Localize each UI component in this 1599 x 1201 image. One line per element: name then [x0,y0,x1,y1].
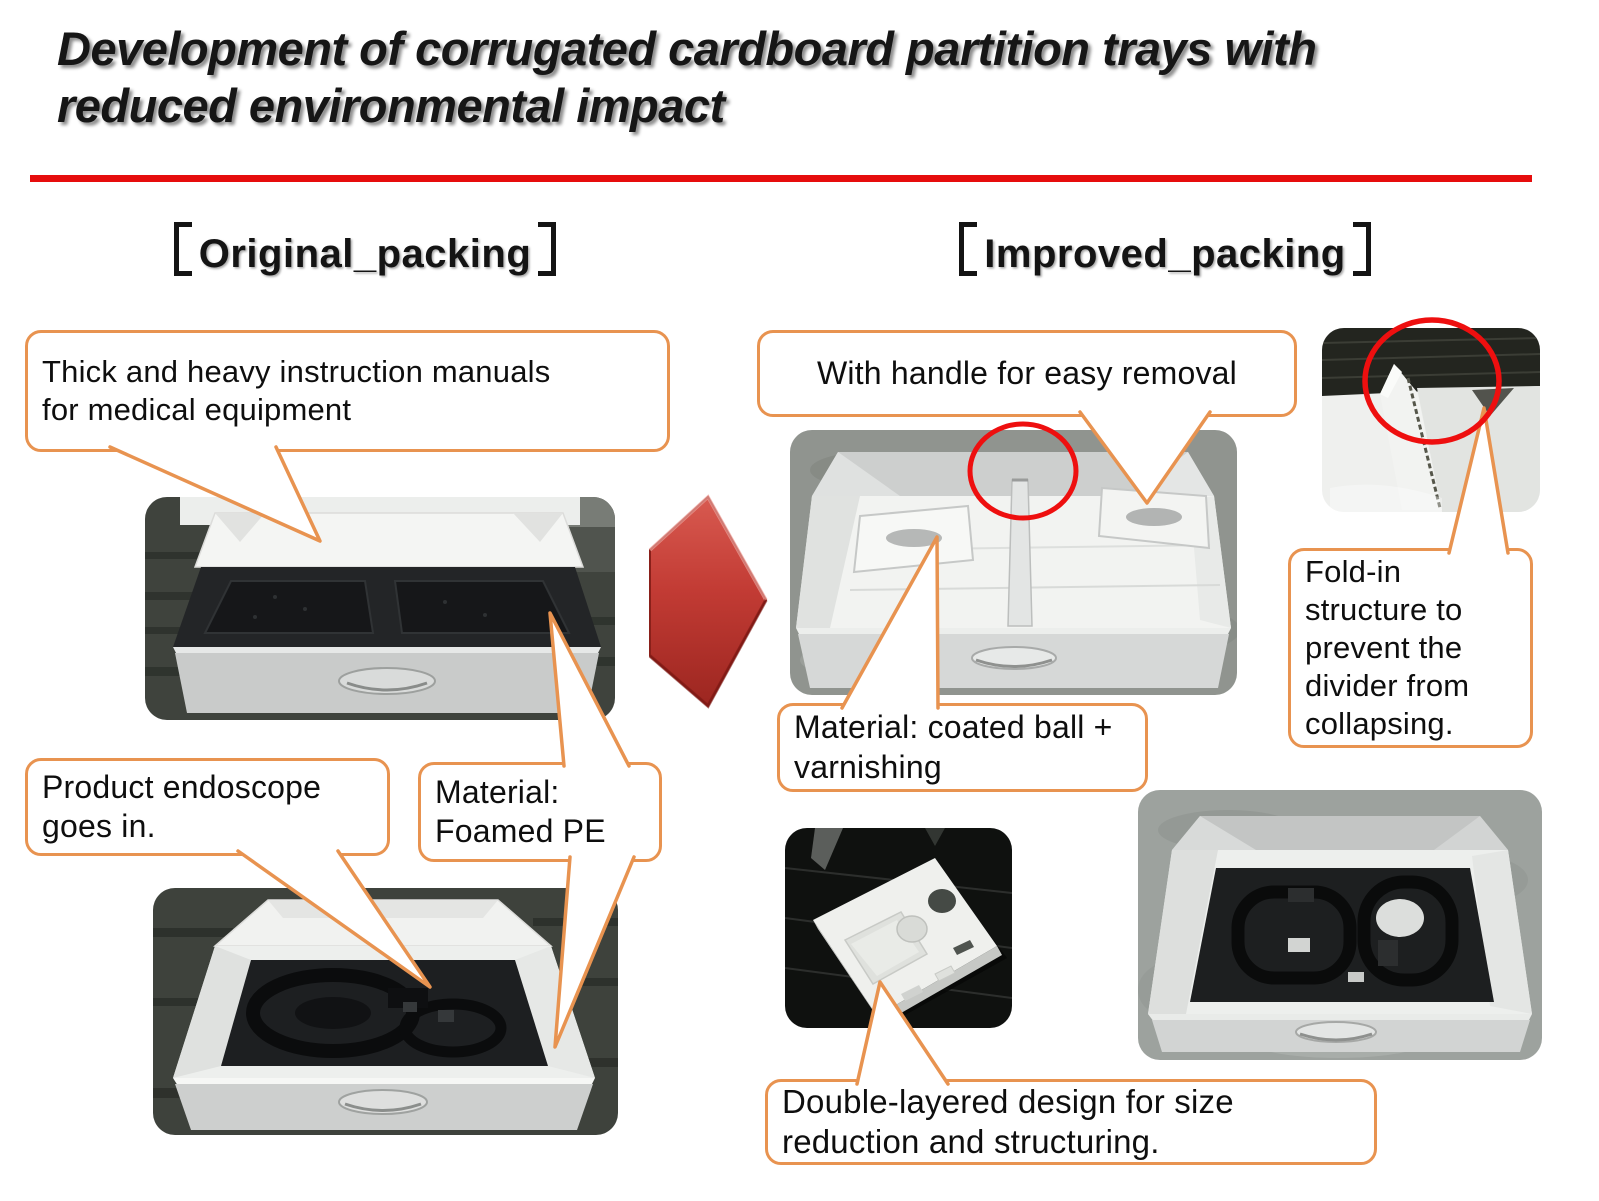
photo-cardboard-blank [785,828,1012,1028]
callout-fold-in-structure-text: Fold-in structure to prevent the divider… [1305,554,1470,741]
header-improved-packing: Improved_packing [930,222,1400,277]
photo-original-endoscope-tray [153,888,618,1135]
right-lenticular-bracket [538,222,557,276]
callout-double-layered-design: Double-layered design for size reduction… [765,1079,1377,1165]
photo-improved-divider-tray [790,430,1237,695]
header-original-label: Original_packing [198,232,532,276]
callout-material-foamed-pe: Material: Foamed PE [418,762,662,862]
photo-improved-foam-tray [1138,790,1542,1060]
callout-material-coated-ball-text: Material: coated ball + varnishing [794,709,1113,785]
right-lenticular-bracket [1352,222,1371,276]
slide-title: Development of corrugated cardboard part… [57,22,1317,133]
callout-product-endoscope-text: Product endoscope goes in. [42,768,322,844]
callout-instruction-manuals-text: Thick and heavy instruction manuals for … [42,354,551,427]
left-lenticular-bracket [173,222,192,276]
callout-instruction-manuals: Thick and heavy instruction manuals for … [25,330,670,452]
photo-original-foam-tray [145,497,615,720]
left-lenticular-bracket [959,222,978,276]
transition-arrow-icon [648,494,768,709]
callout-double-layered-design-text: Double-layered design for size reduction… [782,1082,1234,1160]
photo-fold-detail [1322,328,1540,512]
header-improved-label: Improved_packing [984,232,1346,276]
callout-material-foamed-pe-text: Material: Foamed PE [435,773,606,849]
callout-handle-easy-removal: With handle for easy removal [757,330,1297,417]
callout-product-endoscope: Product endoscope goes in. [25,758,390,856]
header-original-packing: Original_packing [140,222,590,277]
title-divider-rule [30,175,1532,182]
callout-material-coated-ball: Material: coated ball + varnishing [777,703,1148,792]
callout-handle-easy-removal-text: With handle for easy removal [816,354,1237,391]
callout-fold-in-structure: Fold-in structure to prevent the divider… [1288,548,1533,748]
